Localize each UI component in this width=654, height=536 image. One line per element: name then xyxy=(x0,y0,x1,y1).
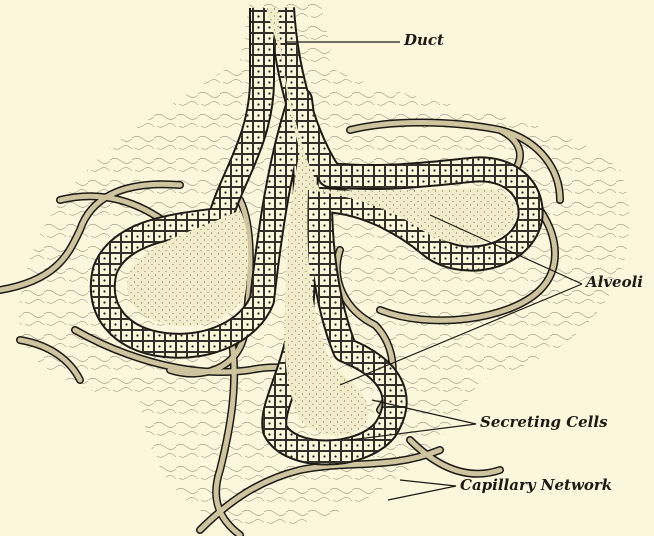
capillary-leader-upper xyxy=(400,480,456,486)
secreting-cells-label: Secreting Cells xyxy=(480,415,608,430)
capillary-leader-lower xyxy=(388,486,456,500)
alveoli-label: Alveoli xyxy=(586,275,643,290)
capillary-network-label: Capillary Network xyxy=(460,478,612,493)
duct-label: Duct xyxy=(404,33,444,48)
